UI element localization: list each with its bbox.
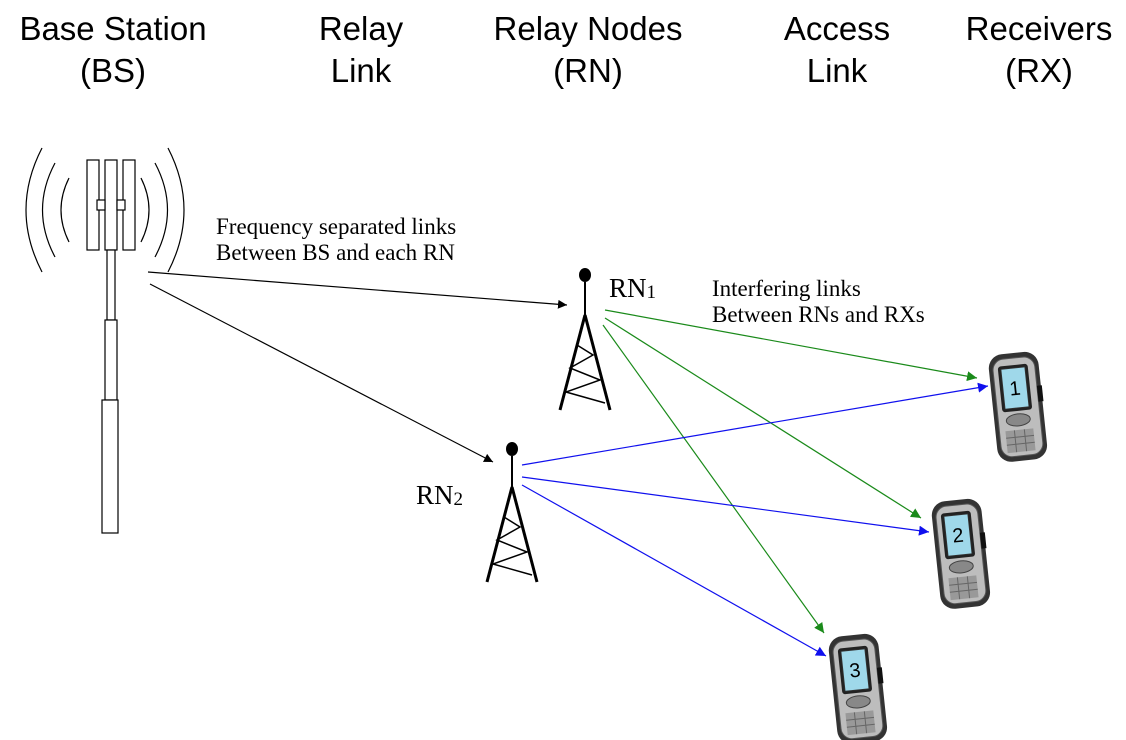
note-interfering-links: Interfering links Between RNs and RXs	[712, 276, 925, 328]
header-receivers-line2: (RX)	[1005, 52, 1073, 89]
relay-node-1-label-base: RN	[609, 273, 647, 303]
header-relay-link-line1: Relay	[318, 10, 404, 47]
access-link-rn2-rx1	[521, 382, 989, 466]
header-relay-nodes-line2: (RN)	[553, 52, 623, 89]
receiver-1-number: 1	[1008, 378, 1021, 401]
note-interfering-links-line1: Interfering links	[712, 276, 861, 301]
base-station-tower-icon	[25, 147, 185, 534]
receiver-2-number: 2	[951, 525, 964, 548]
access-link-rn1-rx1	[604, 309, 978, 382]
note-interfering-links-line2: Between RNs and RXs	[712, 302, 925, 327]
note-relay-links-line1: Frequency separated links	[216, 214, 457, 239]
header-base-station-line2: (BS)	[80, 52, 146, 89]
header-access-link: Access Link	[762, 8, 912, 92]
relay-node-1-label-sub: 1	[646, 282, 657, 303]
relay-node-1-label: RN1	[609, 273, 656, 307]
header-receivers: Receivers (RX)	[952, 8, 1126, 92]
note-relay-links-line2: Between BS and each RN	[216, 240, 455, 265]
relay-node-2-tower-icon	[485, 442, 539, 583]
relay-link-bs-rn2	[149, 283, 494, 463]
note-relay-links: Frequency separated links Between BS and…	[216, 214, 456, 266]
header-relay-link-line2: Link	[330, 52, 392, 89]
receiver-3-phone-icon: 3	[826, 631, 890, 740]
access-link-rn1-rx2	[604, 317, 922, 519]
receiver-2-phone-icon: 2	[929, 496, 993, 611]
access-link-rn2-rx3	[521, 484, 827, 657]
header-access-link-line1: Access	[783, 10, 891, 47]
access-link-rn1-rx3	[602, 324, 825, 634]
header-relay-link: Relay Link	[296, 8, 426, 92]
header-relay-nodes-line1: Relay Nodes	[493, 10, 683, 47]
access-link-rn2-rx2	[521, 476, 930, 536]
header-receivers-line1: Receivers	[965, 10, 1113, 47]
relay-node-1-tower-icon	[558, 268, 612, 411]
relay-node-2-label-base: RN	[416, 480, 454, 510]
relay-link-bs-rn1	[147, 271, 568, 309]
header-base-station-line1: Base Station	[19, 10, 207, 47]
receiver-3-number: 3	[848, 660, 861, 683]
header-relay-nodes: Relay Nodes (RN)	[470, 8, 706, 92]
relay-node-2-label: RN2	[416, 480, 463, 514]
receiver-1-phone-icon: 1	[986, 349, 1050, 464]
header-access-link-line2: Link	[806, 52, 868, 89]
relay-node-2-label-sub: 2	[453, 489, 464, 510]
header-base-station: Base Station (BS)	[0, 8, 226, 92]
